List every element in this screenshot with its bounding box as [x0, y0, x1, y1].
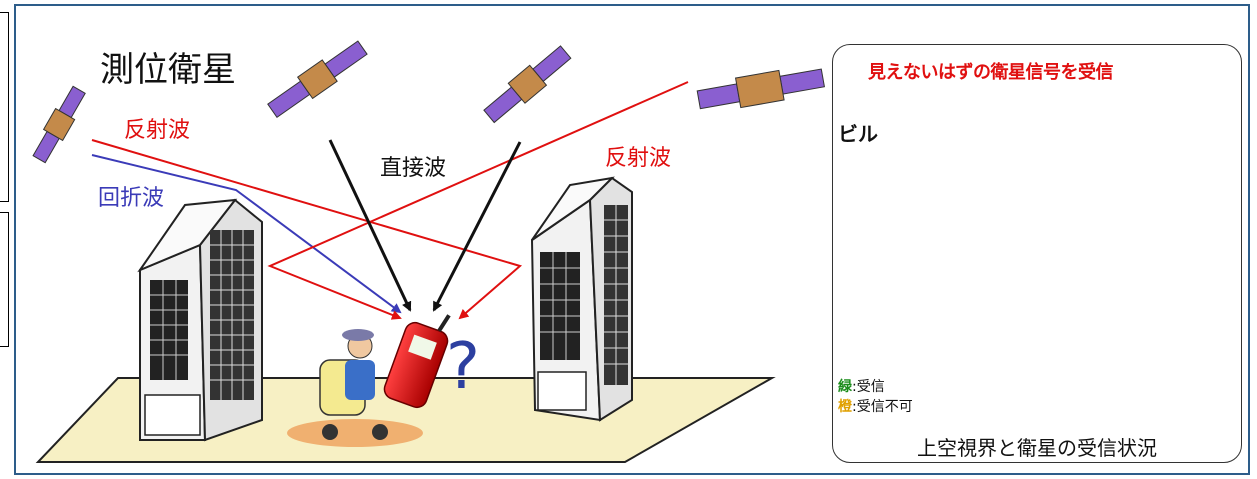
direct-wave: [432, 141, 522, 312]
building-icon: [530, 176, 633, 422]
sky-view-panel: [832, 44, 1242, 463]
side-box-top: [0, 12, 9, 202]
label-reflected-right: 反射波: [605, 146, 672, 171]
side-box-bottom: [0, 212, 9, 347]
legend-received: 緑:受信: [838, 379, 885, 395]
satellite-icon: [267, 40, 368, 118]
phone-icon: [383, 314, 451, 409]
diagram-frame: [14, 4, 1250, 475]
satellite-icon: [483, 45, 572, 124]
legend-not-received: 橙:受信不可: [838, 399, 913, 415]
user-shadow: [287, 419, 423, 447]
building-label: ビル: [838, 122, 878, 146]
label-direct: 直接波: [380, 156, 447, 181]
satellite-icon: [32, 85, 86, 164]
diagram-title: 測位衛星: [100, 50, 236, 90]
label-reflected-left: 反射波: [124, 118, 191, 143]
panel-caption: 上空視界と衛星の受信状況: [917, 436, 1157, 460]
satellite-icon: [696, 68, 825, 110]
label-diffracted: 回折波: [98, 186, 165, 211]
reflected-wave-right: [267, 81, 689, 320]
building-icon: [137, 198, 263, 442]
question-mark: ?: [446, 330, 480, 404]
direct-wave: [328, 139, 412, 312]
panel-headline: 見えないはずの衛星信号を受信: [868, 62, 1114, 83]
reflected-wave-left: [91, 139, 523, 320]
wheelchair-user-icon: [319, 329, 388, 440]
diffracted-wave: [91, 154, 402, 314]
